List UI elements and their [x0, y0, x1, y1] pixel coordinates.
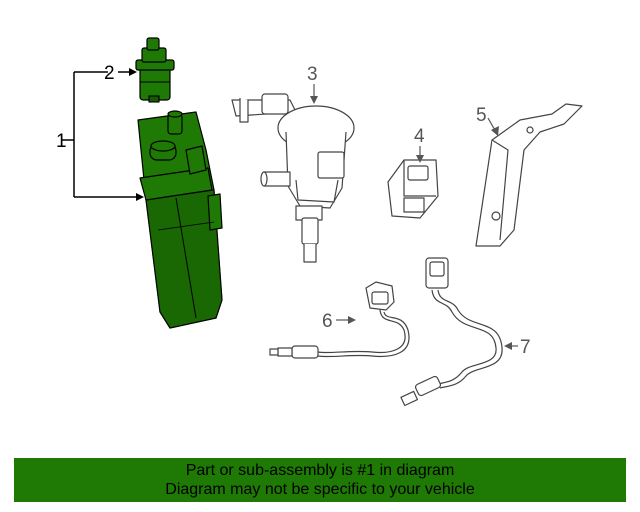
info-banner: Part or sub-assembly is #1 in diagram Di… — [14, 458, 626, 502]
callout-5: 5 — [476, 105, 487, 126]
pump-assembly-part-3[interactable] — [231, 84, 355, 263]
bracket-part-5[interactable] — [475, 103, 583, 247]
banner-line-2: Diagram may not be specific to your vehi… — [165, 481, 475, 498]
parts-diagram: 1 2 3 4 5 6 7 — [56, 37, 583, 407]
connector-block-part-4[interactable] — [387, 146, 439, 219]
charcoal-canister-part-1[interactable] — [137, 110, 223, 329]
banner-line-1: Part or sub-assembly is #1 in diagram — [185, 462, 455, 479]
sensor-part-7[interactable] — [400, 257, 518, 407]
purge-valve-part-2[interactable] — [135, 37, 175, 103]
assembly-bracket-leader — [62, 68, 144, 201]
callout-2: 2 — [104, 63, 115, 84]
callout-3: 3 — [307, 64, 318, 85]
callout-1: 1 — [56, 131, 67, 152]
callout-7: 7 — [520, 337, 531, 358]
callout-6: 6 — [322, 311, 333, 332]
callout-4: 4 — [414, 126, 425, 147]
sensor-part-6[interactable] — [269, 281, 410, 359]
